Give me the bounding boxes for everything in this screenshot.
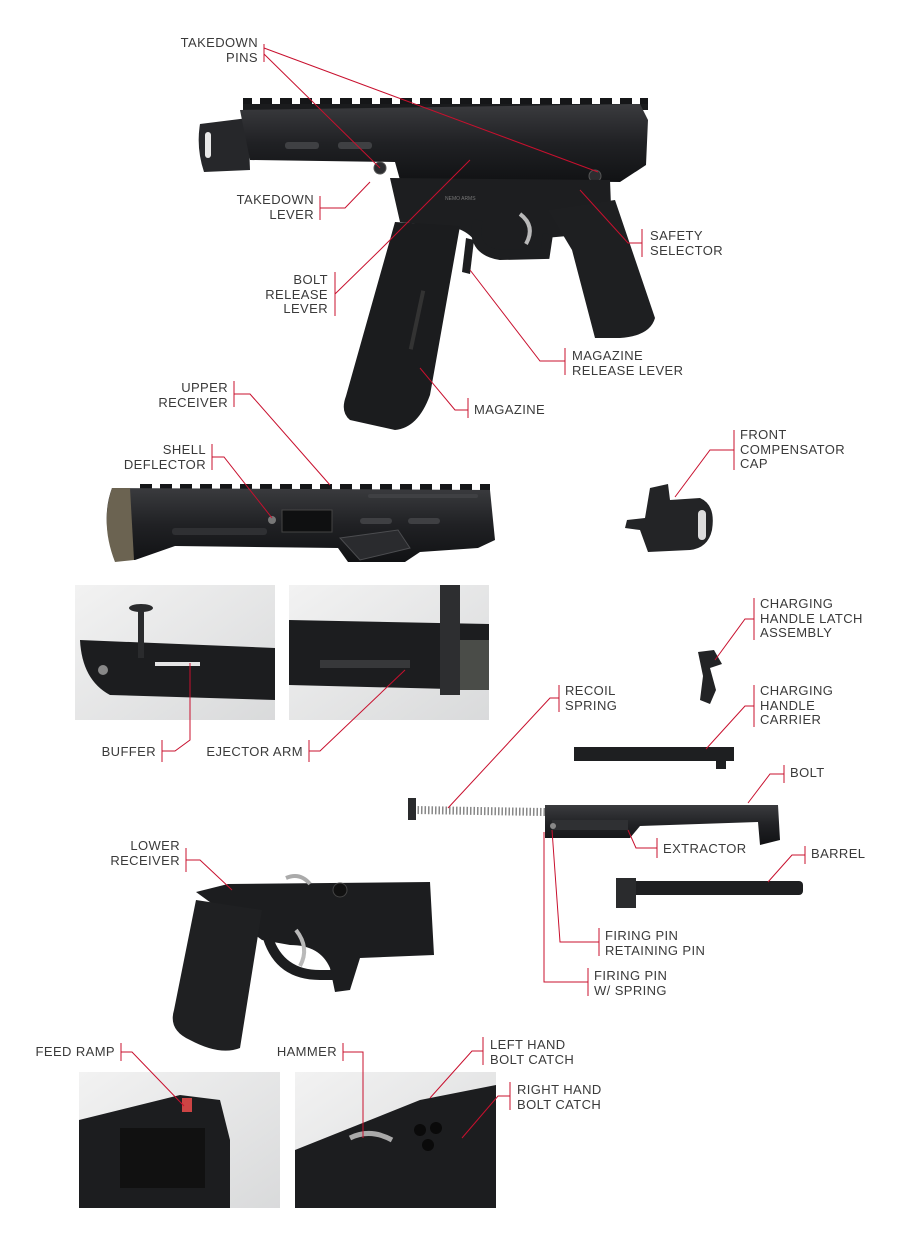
barrel-part bbox=[628, 881, 803, 895]
label-takedown-lever: TAKEDOWN LEVER bbox=[216, 193, 314, 222]
label-barrel: BARREL bbox=[811, 847, 891, 862]
side-slot bbox=[172, 528, 267, 535]
cap-opening bbox=[698, 510, 706, 540]
label-extractor: EXTRACTOR bbox=[663, 842, 763, 857]
carrier-tip bbox=[716, 761, 726, 769]
ejection-port bbox=[282, 510, 332, 532]
magazine-body bbox=[344, 222, 460, 430]
mlok-slot bbox=[360, 518, 392, 524]
pistol-grip bbox=[548, 200, 655, 338]
extractor-part bbox=[552, 820, 628, 830]
ejector-detail-photo bbox=[289, 585, 489, 720]
magazine-release-lever bbox=[462, 238, 474, 274]
charging-handle-latch bbox=[698, 650, 722, 704]
label-firing-pin-retaining-pin: FIRING PIN RETAINING PIN bbox=[605, 929, 745, 958]
lower-receiver-part bbox=[173, 876, 434, 1051]
front-tan-cap bbox=[107, 488, 134, 562]
compensator-cap-part bbox=[625, 484, 713, 552]
barrel-chamber bbox=[616, 878, 636, 908]
recoil-spring bbox=[408, 798, 545, 820]
mlok-slot bbox=[285, 142, 319, 149]
label-feed-ramp: FEED RAMP bbox=[10, 1045, 115, 1060]
label-ejector-arm: EJECTOR ARM bbox=[183, 745, 303, 760]
label-recoil-spring: RECOIL SPRING bbox=[565, 684, 665, 713]
label-magazine: MAGAZINE bbox=[474, 403, 574, 418]
compensator-port bbox=[205, 132, 211, 158]
buffer-detail-photo bbox=[75, 585, 275, 720]
label-buffer: BUFFER bbox=[56, 745, 156, 760]
pistol-grip bbox=[173, 900, 262, 1051]
label-charging-handle-latch-assembly: CHARGING HANDLE LATCH ASSEMBLY bbox=[760, 597, 890, 641]
label-upper-receiver: UPPER RECEIVER bbox=[128, 381, 228, 410]
label-bolt: BOLT bbox=[790, 766, 870, 781]
label-firing-pin-w-spring: FIRING PIN W/ SPRING bbox=[594, 969, 714, 998]
charging-handle-carrier bbox=[574, 747, 734, 761]
hammer-spur bbox=[286, 876, 310, 884]
label-bolt-release-lever: BOLT RELEASE LEVER bbox=[230, 273, 328, 317]
rail-slot bbox=[368, 494, 478, 498]
assembled-firearm: NEMO ARMS bbox=[199, 98, 655, 430]
feed-ramp-detail-photo bbox=[79, 1072, 280, 1208]
label-takedown-pins: TAKEDOWN PINS bbox=[160, 36, 258, 65]
label-safety-selector: SAFETY SELECTOR bbox=[650, 229, 770, 258]
label-left-hand-bolt-catch: LEFT HAND BOLT CATCH bbox=[490, 1038, 610, 1067]
bolt-catch bbox=[333, 883, 347, 897]
label-magazine-release-lever: MAGAZINE RELEASE LEVER bbox=[572, 349, 722, 378]
hammer-detail-photo bbox=[295, 1072, 496, 1208]
label-charging-handle-carrier: CHARGING HANDLE CARRIER bbox=[760, 684, 890, 728]
label-shell-deflector: SHELL DEFLECTOR bbox=[106, 443, 206, 472]
label-hammer: HAMMER bbox=[237, 1045, 337, 1060]
label-lower-receiver: LOWER RECEIVER bbox=[80, 839, 180, 868]
firing-pin-retaining-pin bbox=[550, 823, 556, 829]
upper-receiver-part bbox=[107, 484, 495, 562]
label-right-hand-bolt-catch: RIGHT HAND BOLT CATCH bbox=[517, 1083, 637, 1112]
roll-mark: NEMO ARMS bbox=[445, 196, 476, 202]
mlok-slot bbox=[408, 518, 440, 524]
label-front-compensator-cap: FRONT COMPENSATOR CAP bbox=[740, 428, 870, 472]
